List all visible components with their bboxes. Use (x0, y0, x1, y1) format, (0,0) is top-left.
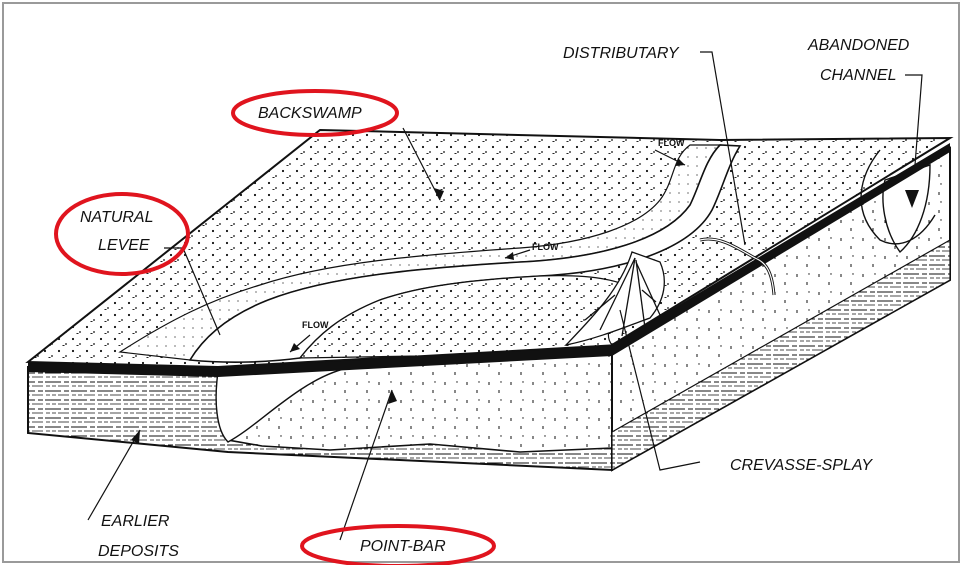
label-crevasse-splay: CREVASSE-SPLAY (730, 457, 873, 474)
label-distributary: DISTRIBUTARY (563, 45, 680, 62)
earlier-deposits-leader (88, 430, 140, 520)
label-earlier: EARLIER (101, 513, 170, 530)
natural-levee-highlight (56, 194, 188, 274)
label-backswamp: BACKSWAMP (258, 105, 362, 122)
flow-label-middle: FLOW (532, 242, 559, 252)
label-abandoned: ABANDONED (807, 37, 910, 54)
flow-label-lower: FLOW (302, 320, 329, 330)
label-deposits: DEPOSITS (98, 543, 179, 560)
label-levee: LEVEE (98, 237, 150, 254)
label-channel: CHANNEL (820, 67, 896, 84)
flow-label-upper: FLOW (658, 138, 685, 148)
label-natural: NATURAL (80, 209, 154, 226)
label-point-bar: POINT-BAR (360, 538, 446, 555)
